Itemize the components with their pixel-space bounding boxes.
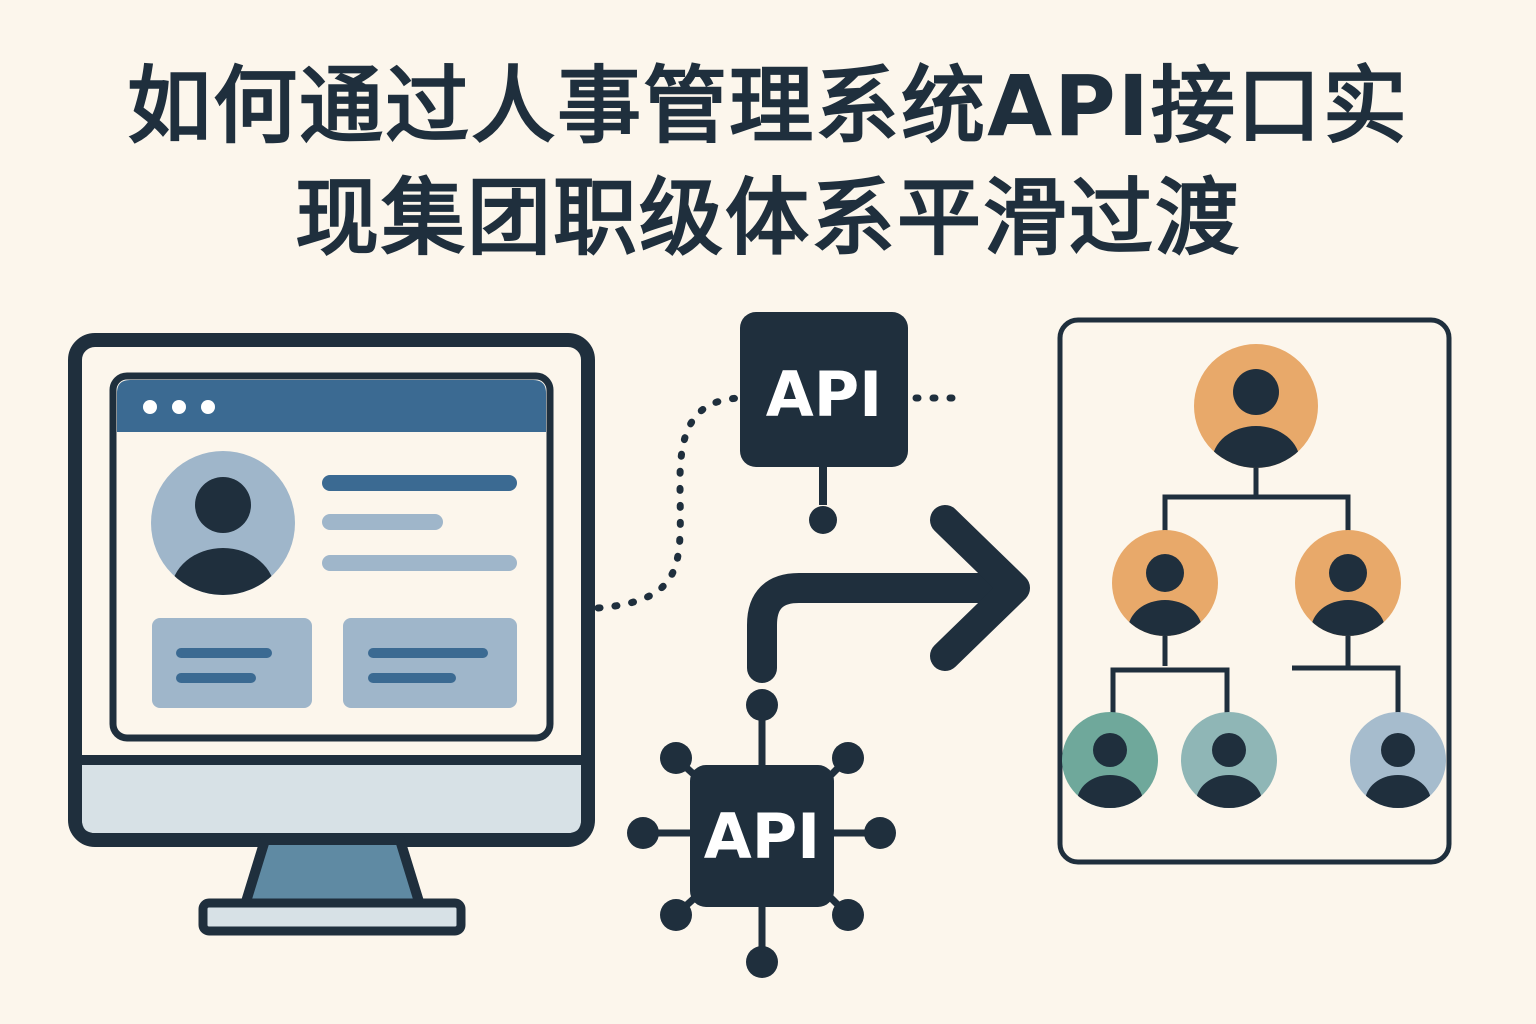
monitor-icon — [68, 333, 595, 936]
person-avatar-icon — [1350, 712, 1446, 808]
browser-title-bar — [117, 380, 546, 432]
org-chart-icon — [1057, 317, 1452, 865]
person-avatar-icon — [1181, 712, 1277, 808]
profile-text-line — [322, 555, 517, 571]
api-hub-label: API — [704, 800, 821, 873]
monitor-base — [198, 898, 466, 936]
person-avatar-icon — [1112, 530, 1218, 636]
dotted-connector-monitor-to-api — [594, 394, 744, 612]
api-network-hub-icon: API — [627, 689, 896, 978]
window-dot-icon — [201, 400, 215, 414]
info-card-right — [343, 618, 517, 708]
monitor-stand — [240, 835, 425, 910]
person-avatar-icon — [1295, 530, 1401, 636]
title-line-2: 现集团职级体系平滑过渡 — [294, 169, 1241, 267]
title-line-1: 如何通过人事管理系统API接口实 — [127, 57, 1409, 155]
api-box-label: API — [766, 358, 883, 431]
window-dot-icon — [143, 400, 157, 414]
window-dot-icon — [172, 400, 186, 414]
api-box-icon: API — [740, 312, 908, 534]
monitor-chin — [82, 760, 581, 833]
org-chart-frame — [1057, 317, 1452, 865]
browser-window — [109, 372, 554, 742]
info-card-left — [152, 618, 312, 708]
profile-text-line — [322, 475, 517, 491]
right-arrow-icon — [747, 505, 1030, 683]
person-avatar-icon — [1194, 344, 1318, 468]
person-avatar-icon — [1062, 712, 1158, 808]
profile-text-line — [322, 514, 443, 530]
user-avatar-icon — [151, 451, 295, 595]
